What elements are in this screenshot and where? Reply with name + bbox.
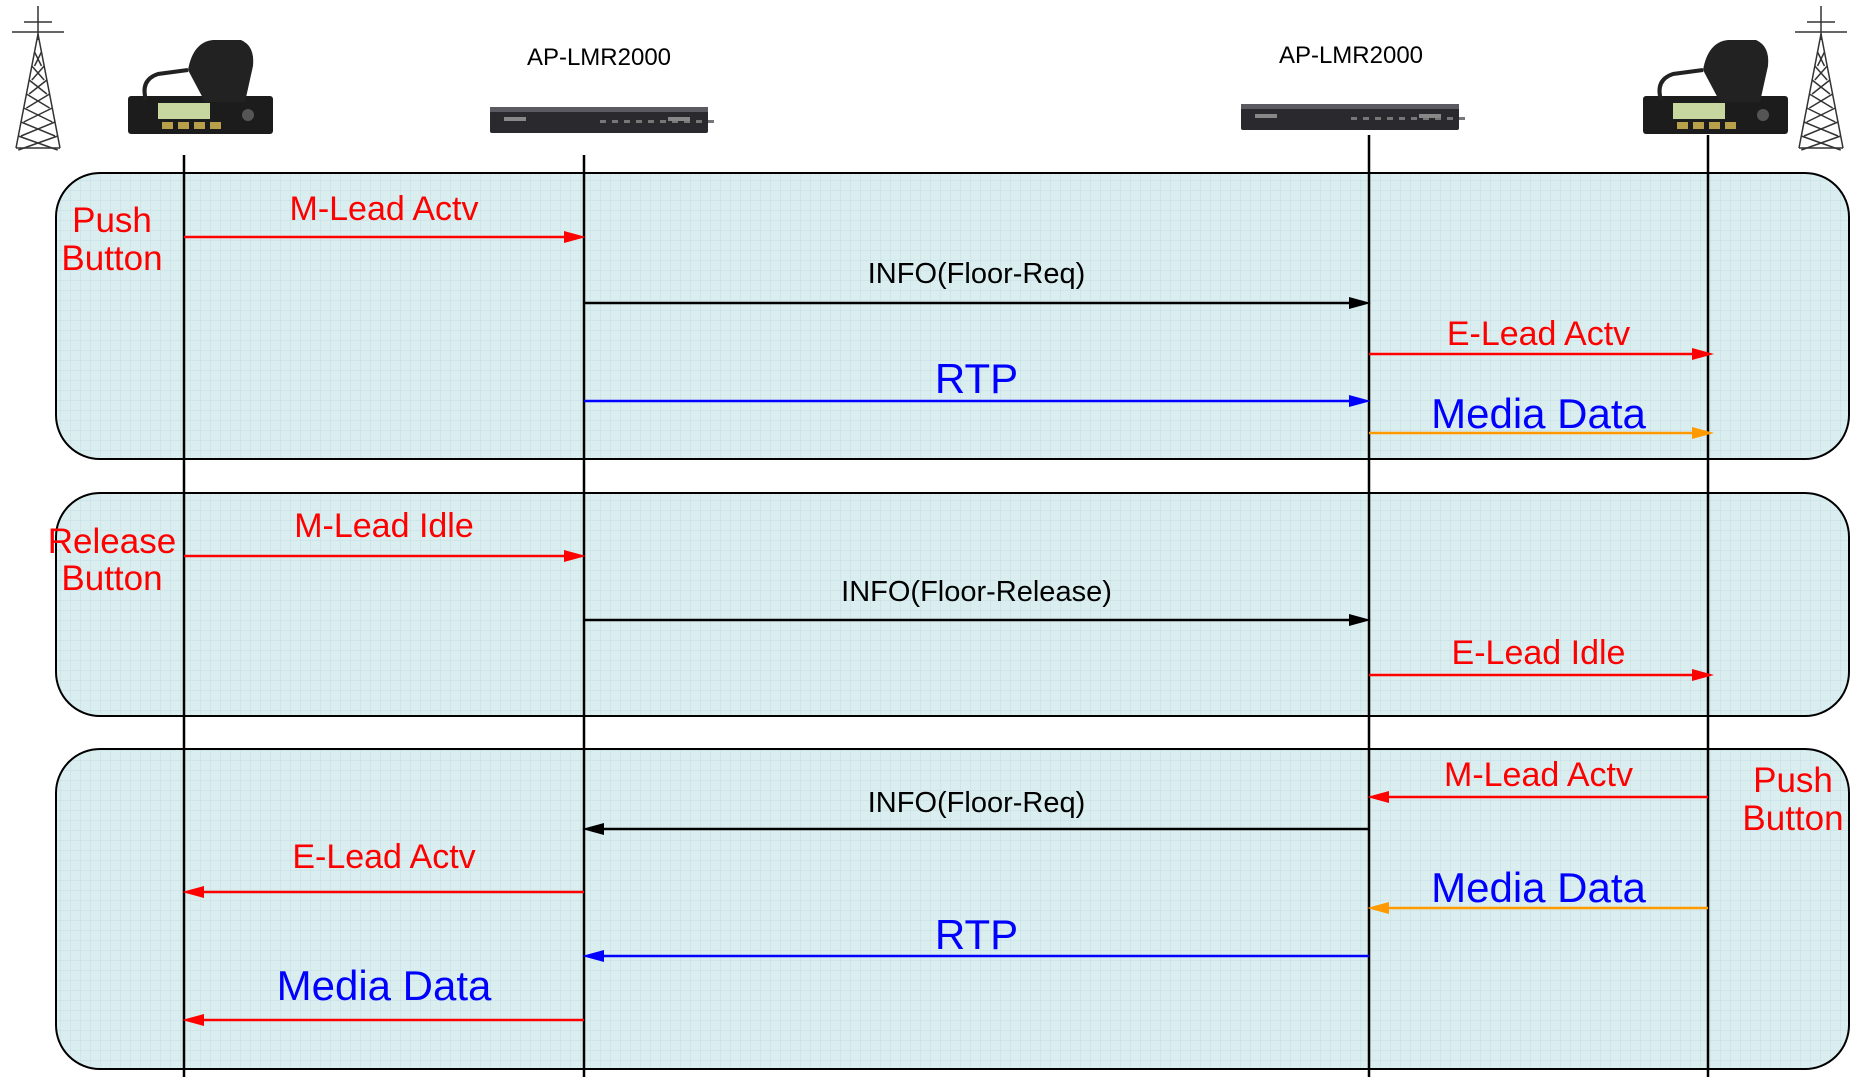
- message-arrow: Media Data: [1367, 864, 1708, 914]
- device-label-1: AP-LMR2000: [527, 44, 671, 71]
- device-label-2: AP-LMR2000: [1279, 42, 1423, 69]
- message-label: Media Data: [277, 962, 492, 1009]
- message-label: Media Data: [1431, 864, 1646, 911]
- side-label-line1: Release: [48, 522, 176, 561]
- message-label: E-Lead Idle: [1452, 634, 1626, 672]
- gateway-icon-right: [1241, 104, 1465, 130]
- message-arrow: E-Lead Actv: [182, 838, 584, 898]
- gateway-icon-left: [490, 107, 714, 133]
- tower-icon-left: [12, 6, 64, 151]
- side-label-line2: Button: [61, 239, 162, 278]
- message-label: INFO(Floor-Req): [868, 787, 1086, 819]
- message-label: M-Lead Actv: [290, 190, 479, 228]
- phase-panel-2: [55, 492, 1850, 717]
- phase-panel-1: [55, 172, 1850, 460]
- message-label: Media Data: [1431, 390, 1646, 437]
- tower-icon-right: [1795, 6, 1847, 151]
- phase-panel-3: [55, 748, 1850, 1070]
- side-label-line2: Button: [61, 559, 162, 598]
- side-label-line1: Push: [72, 201, 152, 240]
- message-arrow: M-Lead Actv: [1367, 756, 1708, 803]
- message-label: RTP: [935, 355, 1018, 402]
- message-arrow: Media Data: [1369, 390, 1714, 439]
- message-label: M-Lead Idle: [294, 507, 474, 545]
- message-arrow: RTP: [584, 355, 1371, 407]
- message-arrow: E-Lead Actv: [1369, 315, 1714, 360]
- message-arrow: INFO(Floor-Req): [582, 787, 1369, 835]
- message-label: M-Lead Actv: [1444, 756, 1633, 794]
- message-arrow: M-Lead Idle: [184, 507, 586, 562]
- message-arrow: RTP: [582, 911, 1369, 962]
- message-arrow: INFO(Floor-Release): [584, 576, 1371, 626]
- message-label: INFO(Floor-Release): [841, 576, 1112, 608]
- message-arrow: E-Lead Idle: [1369, 634, 1714, 681]
- radio-icon-right: [1643, 40, 1788, 134]
- message-label: E-Lead Actv: [292, 838, 475, 876]
- side-label-line1: Push: [1753, 761, 1833, 800]
- message-arrow: M-Lead Actv: [184, 190, 586, 243]
- message-label: E-Lead Actv: [1447, 315, 1630, 353]
- radio-icon-left: [128, 40, 273, 134]
- message-arrow: Media Data: [182, 962, 584, 1026]
- message-label: RTP: [935, 911, 1018, 958]
- message-arrow: INFO(Floor-Req): [584, 258, 1371, 309]
- side-label-line2: Button: [1742, 799, 1843, 838]
- message-label: INFO(Floor-Req): [868, 258, 1086, 290]
